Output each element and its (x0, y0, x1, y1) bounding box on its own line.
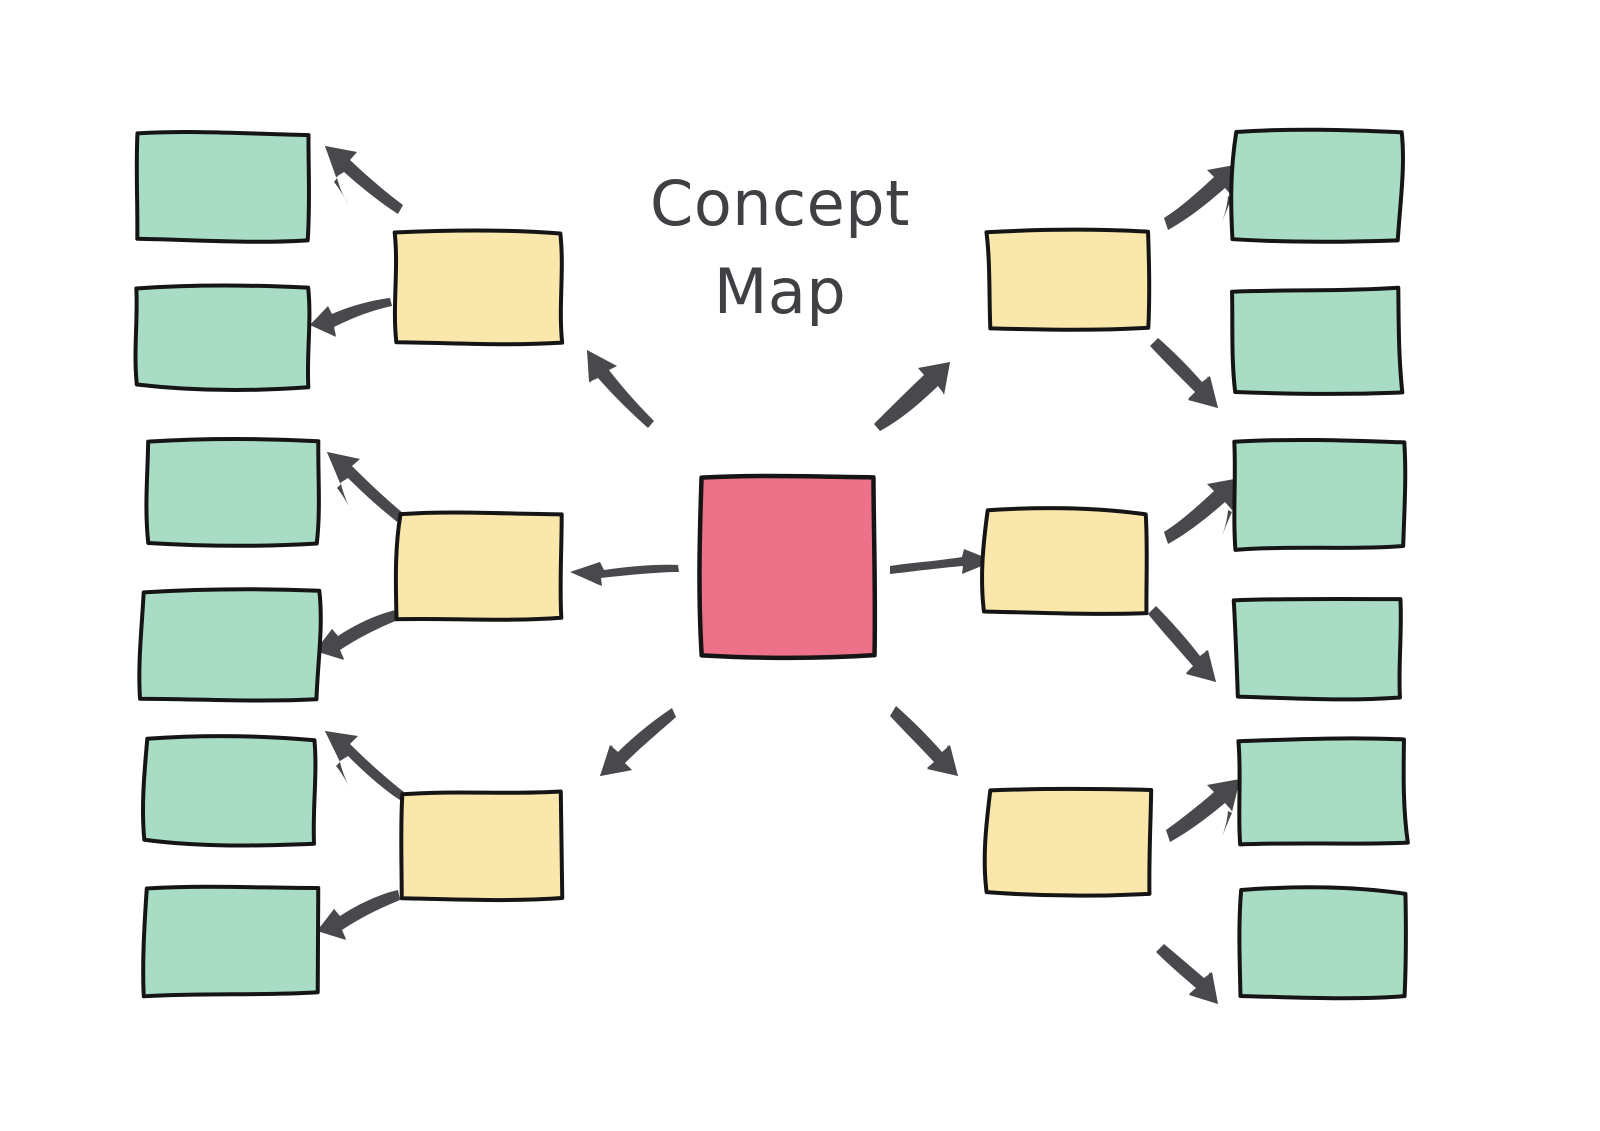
node-label-leaf-bl-2[interactable] (146, 890, 316, 994)
node-shape-leaf-ml-2[interactable] (137, 587, 323, 703)
node-label-leaf-bl-1[interactable] (146, 738, 316, 842)
arrow-branch-mr-to-leaf-1 (1164, 478, 1240, 544)
node-label-leaf-br-2[interactable] (1240, 892, 1406, 996)
node-label-text-branch-ml (398, 512, 560, 617)
node-label-text-leaf-tl-2 (136, 286, 306, 386)
node-leaf-ml-1[interactable] (144, 436, 321, 548)
node-shape-leaf-bl-2[interactable] (141, 884, 321, 999)
node-label-text-leaf-br-2 (1240, 892, 1406, 996)
node-shape-leaf-br-1[interactable] (1236, 736, 1410, 847)
node-shape-leaf-tl-2[interactable] (133, 283, 312, 393)
node-leaf-tr-2[interactable] (1230, 285, 1405, 396)
node-shape-branch-tr[interactable] (984, 227, 1152, 332)
node-shape-branch-bl[interactable] (399, 789, 565, 903)
node-branch-tl[interactable] (392, 228, 565, 347)
node-label-branch-tr[interactable] (988, 230, 1150, 330)
node-label-text-center (700, 477, 872, 653)
arrow-branch-tl-to-leaf-1 (325, 146, 403, 214)
node-label-text-leaf-tr-1 (1234, 134, 1400, 238)
node-branch-tr[interactable] (984, 227, 1152, 332)
arrow-branch-tl-to-leaf-2 (310, 298, 392, 337)
node-shape-leaf-mr-2[interactable] (1231, 596, 1403, 702)
node-shape-branch-br[interactable] (982, 786, 1154, 898)
arrow-center-to-branch-bl (600, 708, 676, 776)
arrow-branch-mr-to-leaf-2 (1148, 606, 1216, 682)
node-leaf-tr-1[interactable] (1229, 127, 1405, 244)
arrow-center-to-branch-tr (874, 362, 950, 431)
node-label-branch-mr[interactable] (986, 512, 1148, 612)
arrow-branch-br-to-leaf-2 (1156, 944, 1218, 1004)
node-leaf-br-2[interactable] (1237, 885, 1408, 1001)
node-label-leaf-mr-2[interactable] (1236, 598, 1402, 698)
node-label-text-leaf-bl-2 (146, 890, 316, 994)
arrow-branch-tr-to-leaf-2 (1150, 338, 1218, 408)
node-label-leaf-tl-2[interactable] (136, 286, 306, 386)
node-leaf-br-1[interactable] (1236, 736, 1410, 847)
node-label-text-branch-br (988, 792, 1150, 892)
node-label-text-branch-bl (400, 793, 560, 900)
arrow-center-to-branch-br (890, 706, 958, 776)
arrow-branch-bl-to-leaf-1 (325, 731, 404, 800)
node-leaf-bl-2[interactable] (141, 884, 321, 999)
node-label-text-branch-tr (988, 230, 1150, 330)
node-shape-leaf-mr-1[interactable] (1232, 437, 1408, 552)
node-branch-br[interactable] (982, 786, 1154, 898)
arrow-center-to-branch-ml (570, 562, 679, 586)
node-leaf-tl-2[interactable] (133, 283, 312, 393)
node-shape-leaf-bl-1[interactable] (140, 734, 318, 848)
node-leaf-ml-2[interactable] (137, 587, 323, 703)
node-label-leaf-tr-2[interactable] (1234, 290, 1400, 394)
node-label-leaf-ml-1[interactable] (146, 440, 316, 545)
arrow-branch-br-to-leaf-1 (1166, 779, 1240, 842)
page-title: Concept Map (650, 167, 910, 329)
node-branch-bl[interactable] (399, 789, 565, 903)
node-label-text-leaf-bl-1 (146, 738, 316, 842)
node-label-text-leaf-ml-1 (146, 440, 316, 545)
node-branch-mr[interactable] (980, 506, 1149, 616)
arrow-center-to-branch-mr (890, 549, 994, 574)
node-label-text-leaf-mr-2 (1236, 598, 1402, 698)
node-shape-leaf-ml-1[interactable] (144, 436, 321, 548)
node-label-text-leaf-mr-1 (1236, 444, 1402, 548)
node-label-leaf-mr-1[interactable] (1236, 444, 1402, 548)
arrow-branch-ml-to-leaf-2 (315, 610, 398, 660)
node-label-text-leaf-tr-2 (1234, 290, 1400, 394)
arrow-branch-tr-to-leaf-1 (1164, 164, 1240, 230)
node-shape-leaf-tr-1[interactable] (1229, 127, 1405, 244)
node-shape-center[interactable] (697, 473, 878, 661)
node-label-branch-br[interactable] (988, 792, 1150, 892)
node-label-text-branch-tl (394, 231, 560, 341)
node-leaf-tl-1[interactable] (134, 129, 312, 244)
arrow-center-to-branch-tl (587, 350, 654, 428)
node-center[interactable] (697, 473, 878, 661)
node-shape-leaf-br-2[interactable] (1237, 885, 1408, 1001)
node-shape-leaf-tr-2[interactable] (1230, 285, 1405, 396)
node-label-branch-tl[interactable] (394, 231, 560, 341)
node-leaf-mr-1[interactable] (1232, 437, 1408, 552)
arrow-branch-bl-to-leaf-2 (317, 890, 400, 940)
node-leaf-bl-1[interactable] (140, 734, 318, 848)
node-label-text-leaf-tl-1 (136, 133, 306, 238)
node-shape-leaf-tl-1[interactable] (134, 129, 312, 244)
arrow-branch-ml-to-leaf-1 (327, 452, 404, 524)
node-label-leaf-tl-1[interactable] (136, 133, 306, 238)
node-label-center[interactable] (700, 477, 872, 653)
node-shape-branch-ml[interactable] (393, 510, 564, 622)
node-leaf-mr-2[interactable] (1231, 596, 1403, 702)
node-label-leaf-ml-2[interactable] (142, 590, 318, 697)
node-branch-ml[interactable] (393, 510, 564, 622)
node-label-leaf-br-1[interactable] (1240, 740, 1406, 844)
node-shape-branch-mr[interactable] (980, 506, 1149, 616)
node-label-text-leaf-br-1 (1240, 740, 1406, 844)
node-label-leaf-tr-1[interactable] (1234, 134, 1400, 238)
node-label-branch-ml[interactable] (398, 512, 560, 617)
node-label-text-leaf-ml-2 (142, 590, 318, 697)
node-label-text-branch-mr (986, 512, 1148, 612)
node-label-branch-bl[interactable] (400, 793, 560, 900)
node-shape-branch-tl[interactable] (392, 228, 565, 347)
